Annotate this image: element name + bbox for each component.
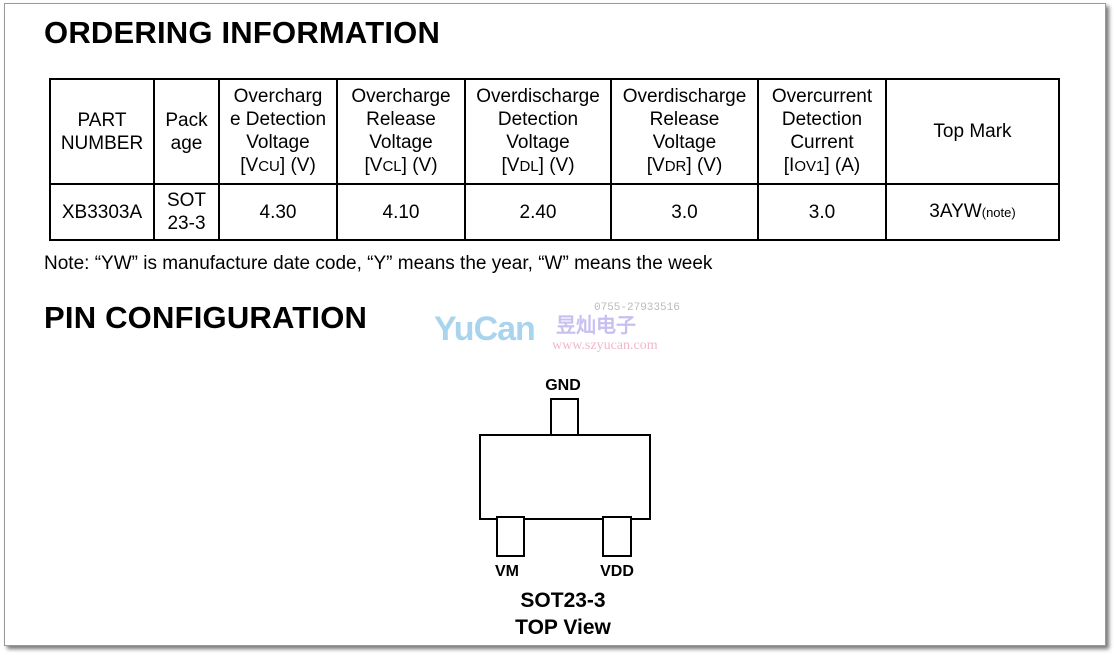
pin-vdd bbox=[602, 516, 632, 557]
watermark-logo: YuCan 0755-27933516 昱灿电子 www.szyucan.com bbox=[434, 302, 704, 354]
cell-part: XB3303A bbox=[49, 183, 155, 241]
watermark-cn: 昱灿电子 bbox=[556, 315, 636, 337]
package-body bbox=[479, 434, 651, 520]
symbol-vcl: VCL bbox=[369, 155, 402, 176]
pin-vm bbox=[496, 516, 525, 557]
view-label: TOP View bbox=[515, 616, 611, 639]
symbol-iov1: IOV1 bbox=[789, 155, 825, 176]
symbol-vdl: VDL bbox=[506, 155, 539, 176]
symbol-vdr: VDR bbox=[652, 155, 687, 176]
header-top-mark: Top Mark bbox=[885, 78, 1060, 185]
ordering-title: ORDERING INFORMATION bbox=[44, 15, 441, 50]
watermark-phone: 0755-27933516 bbox=[594, 302, 680, 314]
pin-gnd-label: GND bbox=[545, 377, 581, 394]
symbol-vcu: VCU bbox=[245, 155, 280, 176]
pin-config-title: PIN CONFIGURATION bbox=[44, 300, 368, 335]
watermark-site: www.szyucan.com bbox=[552, 338, 658, 353]
cell-vcl: 4.10 bbox=[336, 183, 466, 241]
ordering-note: Note: “YW” is manufacture date code, “Y”… bbox=[44, 253, 713, 274]
cell-vdl: 2.40 bbox=[464, 183, 612, 241]
cell-mark: 3AYW(note) bbox=[885, 183, 1060, 241]
cell-vdr: 3.0 bbox=[610, 183, 759, 241]
pin-vdd-label: VDD bbox=[600, 563, 634, 580]
package-label: SOT23-3 bbox=[520, 589, 606, 612]
cell-iov1: 3.0 bbox=[757, 183, 887, 241]
watermark-brand: YuCan bbox=[434, 310, 536, 348]
cell-vcu: 4.30 bbox=[218, 183, 338, 241]
pin-vm-label: VM bbox=[495, 563, 519, 580]
